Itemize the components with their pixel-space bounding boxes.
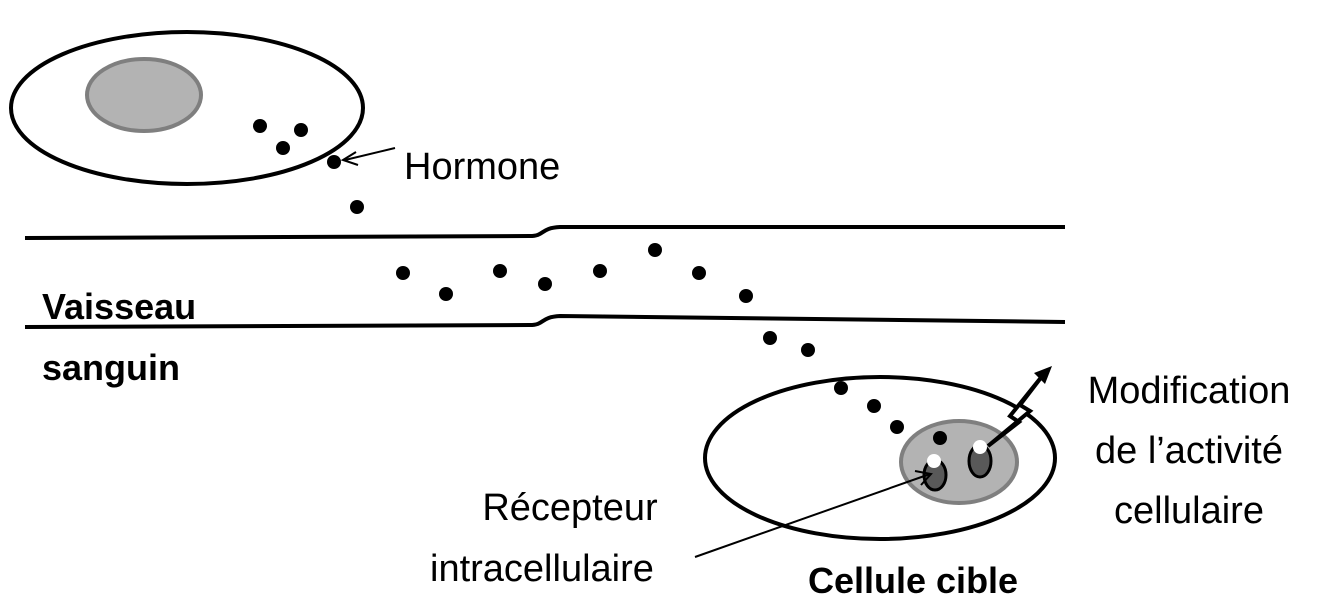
hormone-molecule — [927, 454, 941, 468]
hormone-molecule — [593, 264, 607, 278]
hormone-molecule — [253, 119, 267, 133]
hormone-molecule — [350, 200, 364, 214]
hormone-label: Hormone — [404, 146, 560, 190]
hormone-molecule — [276, 141, 290, 155]
effect-label-line3: cellulaire — [1064, 490, 1314, 534]
vessel-label-line1: Vaisseau — [42, 286, 196, 327]
hormone-molecule — [834, 381, 848, 395]
hormone-molecule — [739, 289, 753, 303]
hormone-molecule — [493, 264, 507, 278]
hormone-molecule — [294, 123, 308, 137]
hormone-molecule — [538, 277, 552, 291]
effect-label-line1: Modification — [1064, 370, 1314, 414]
hormone-molecule — [763, 331, 777, 345]
target-cell-label: Cellule cible — [808, 560, 1018, 601]
hormone-molecule — [890, 420, 904, 434]
hormone-pointer-arrow — [343, 148, 395, 165]
receptor-label-line2: intracellulaire — [430, 548, 654, 592]
hormone-molecule — [973, 440, 987, 454]
hormone-molecule — [867, 399, 881, 413]
hormone-molecule — [801, 343, 815, 357]
receptor-pointer-arrow — [695, 471, 931, 557]
hormone-molecule — [396, 266, 410, 280]
target-cell-nucleus — [901, 421, 1017, 503]
hormone-molecule — [439, 287, 453, 301]
hormone-molecules — [253, 119, 947, 445]
receptor-label-line1: Récepteur — [440, 487, 700, 531]
hormone-molecule — [933, 431, 947, 445]
vessel-label-line2: sanguin — [42, 347, 180, 388]
secreting-cell-nucleus — [87, 59, 201, 131]
effect-label-line2: de l’activité — [1064, 430, 1314, 474]
vessel-upper-wall — [25, 227, 1065, 238]
hormone-molecule — [692, 266, 706, 280]
hormone-molecule — [648, 243, 662, 257]
hormone-molecule — [327, 155, 341, 169]
